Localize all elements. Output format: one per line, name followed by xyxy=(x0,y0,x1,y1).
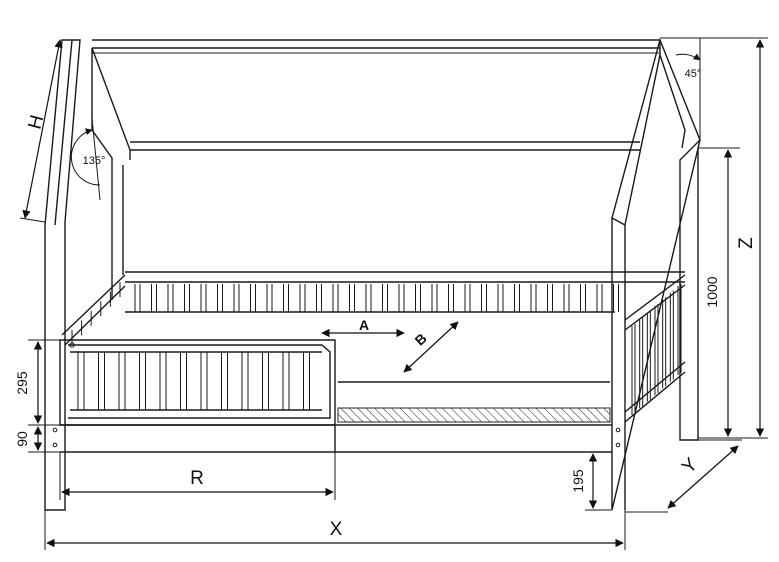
dimension-195 xyxy=(585,451,612,511)
dimension-r xyxy=(59,452,336,500)
label-y: Y xyxy=(678,454,702,478)
dimension-1000 xyxy=(698,147,740,437)
label-b: B xyxy=(412,330,430,349)
label-angle-135: 135° xyxy=(83,155,106,167)
dimension-h xyxy=(19,39,63,223)
right-side-rail xyxy=(624,274,686,423)
label-90: 90 xyxy=(14,431,30,447)
front-base-rail xyxy=(52,424,621,453)
angle-135 xyxy=(70,117,101,201)
label-295: 295 xyxy=(14,371,30,395)
back-rail xyxy=(125,271,685,313)
label-h: H xyxy=(25,113,49,132)
label-1000: 1000 xyxy=(704,276,720,307)
dimension-x xyxy=(44,510,626,550)
label-195: 195 xyxy=(570,469,586,493)
label-r: R xyxy=(190,468,204,489)
label-angle-45: 45° xyxy=(685,68,702,80)
dimension-y xyxy=(625,439,742,513)
front-right-gable xyxy=(611,37,701,511)
roof-ridge xyxy=(92,39,660,54)
front-barrier xyxy=(59,339,336,426)
label-z: Z xyxy=(736,237,757,249)
dimension-295-90 xyxy=(28,339,60,453)
left-side-rail xyxy=(61,274,126,346)
arrow-b xyxy=(403,321,459,373)
mattress-base xyxy=(337,381,611,423)
dimension-z xyxy=(660,37,768,439)
label-a: A xyxy=(359,317,369,333)
angle-45 xyxy=(675,38,701,140)
label-x: X xyxy=(330,519,343,540)
back-gable xyxy=(91,47,640,300)
front-left-gable xyxy=(44,39,81,511)
